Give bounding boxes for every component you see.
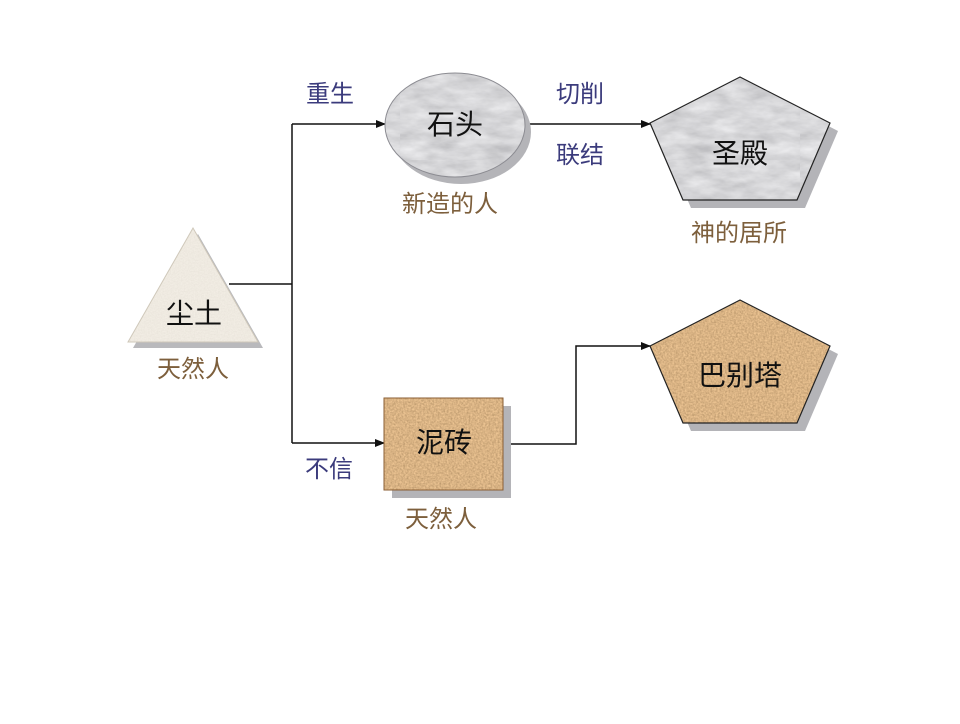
brick-label: 泥砖	[415, 426, 472, 459]
dust-shape	[127, 226, 259, 343]
stone-label: 石头	[426, 108, 483, 141]
node-dust-triangle	[127, 226, 263, 348]
node-babel-pentagon	[649, 299, 838, 431]
brick-caption: 天然人	[405, 505, 477, 533]
node-temple-pentagon	[649, 76, 838, 208]
dust-label: 尘土	[165, 297, 222, 330]
edge-label-join: 联结	[556, 141, 604, 169]
babel-label: 巴别塔	[697, 359, 782, 392]
brick-shape	[383, 397, 504, 491]
temple-caption: 神的居所	[691, 219, 787, 247]
connectors	[229, 120, 651, 447]
dust-caption: 天然人	[157, 355, 229, 383]
node-stone-ellipse	[384, 72, 531, 184]
connector-brick-to-babel	[503, 342, 651, 445]
edge-label-rebirth: 重生	[306, 80, 354, 108]
edge-label-cut: 切削	[556, 80, 604, 108]
temple-label: 圣殿	[711, 137, 768, 170]
stone-shape	[384, 72, 526, 178]
temple-shape	[649, 76, 831, 201]
stone-caption: 新造的人	[402, 190, 498, 218]
babel-shape	[649, 299, 831, 424]
node-brick-rect	[383, 397, 511, 498]
edge-label-unbelief: 不信	[305, 455, 353, 483]
